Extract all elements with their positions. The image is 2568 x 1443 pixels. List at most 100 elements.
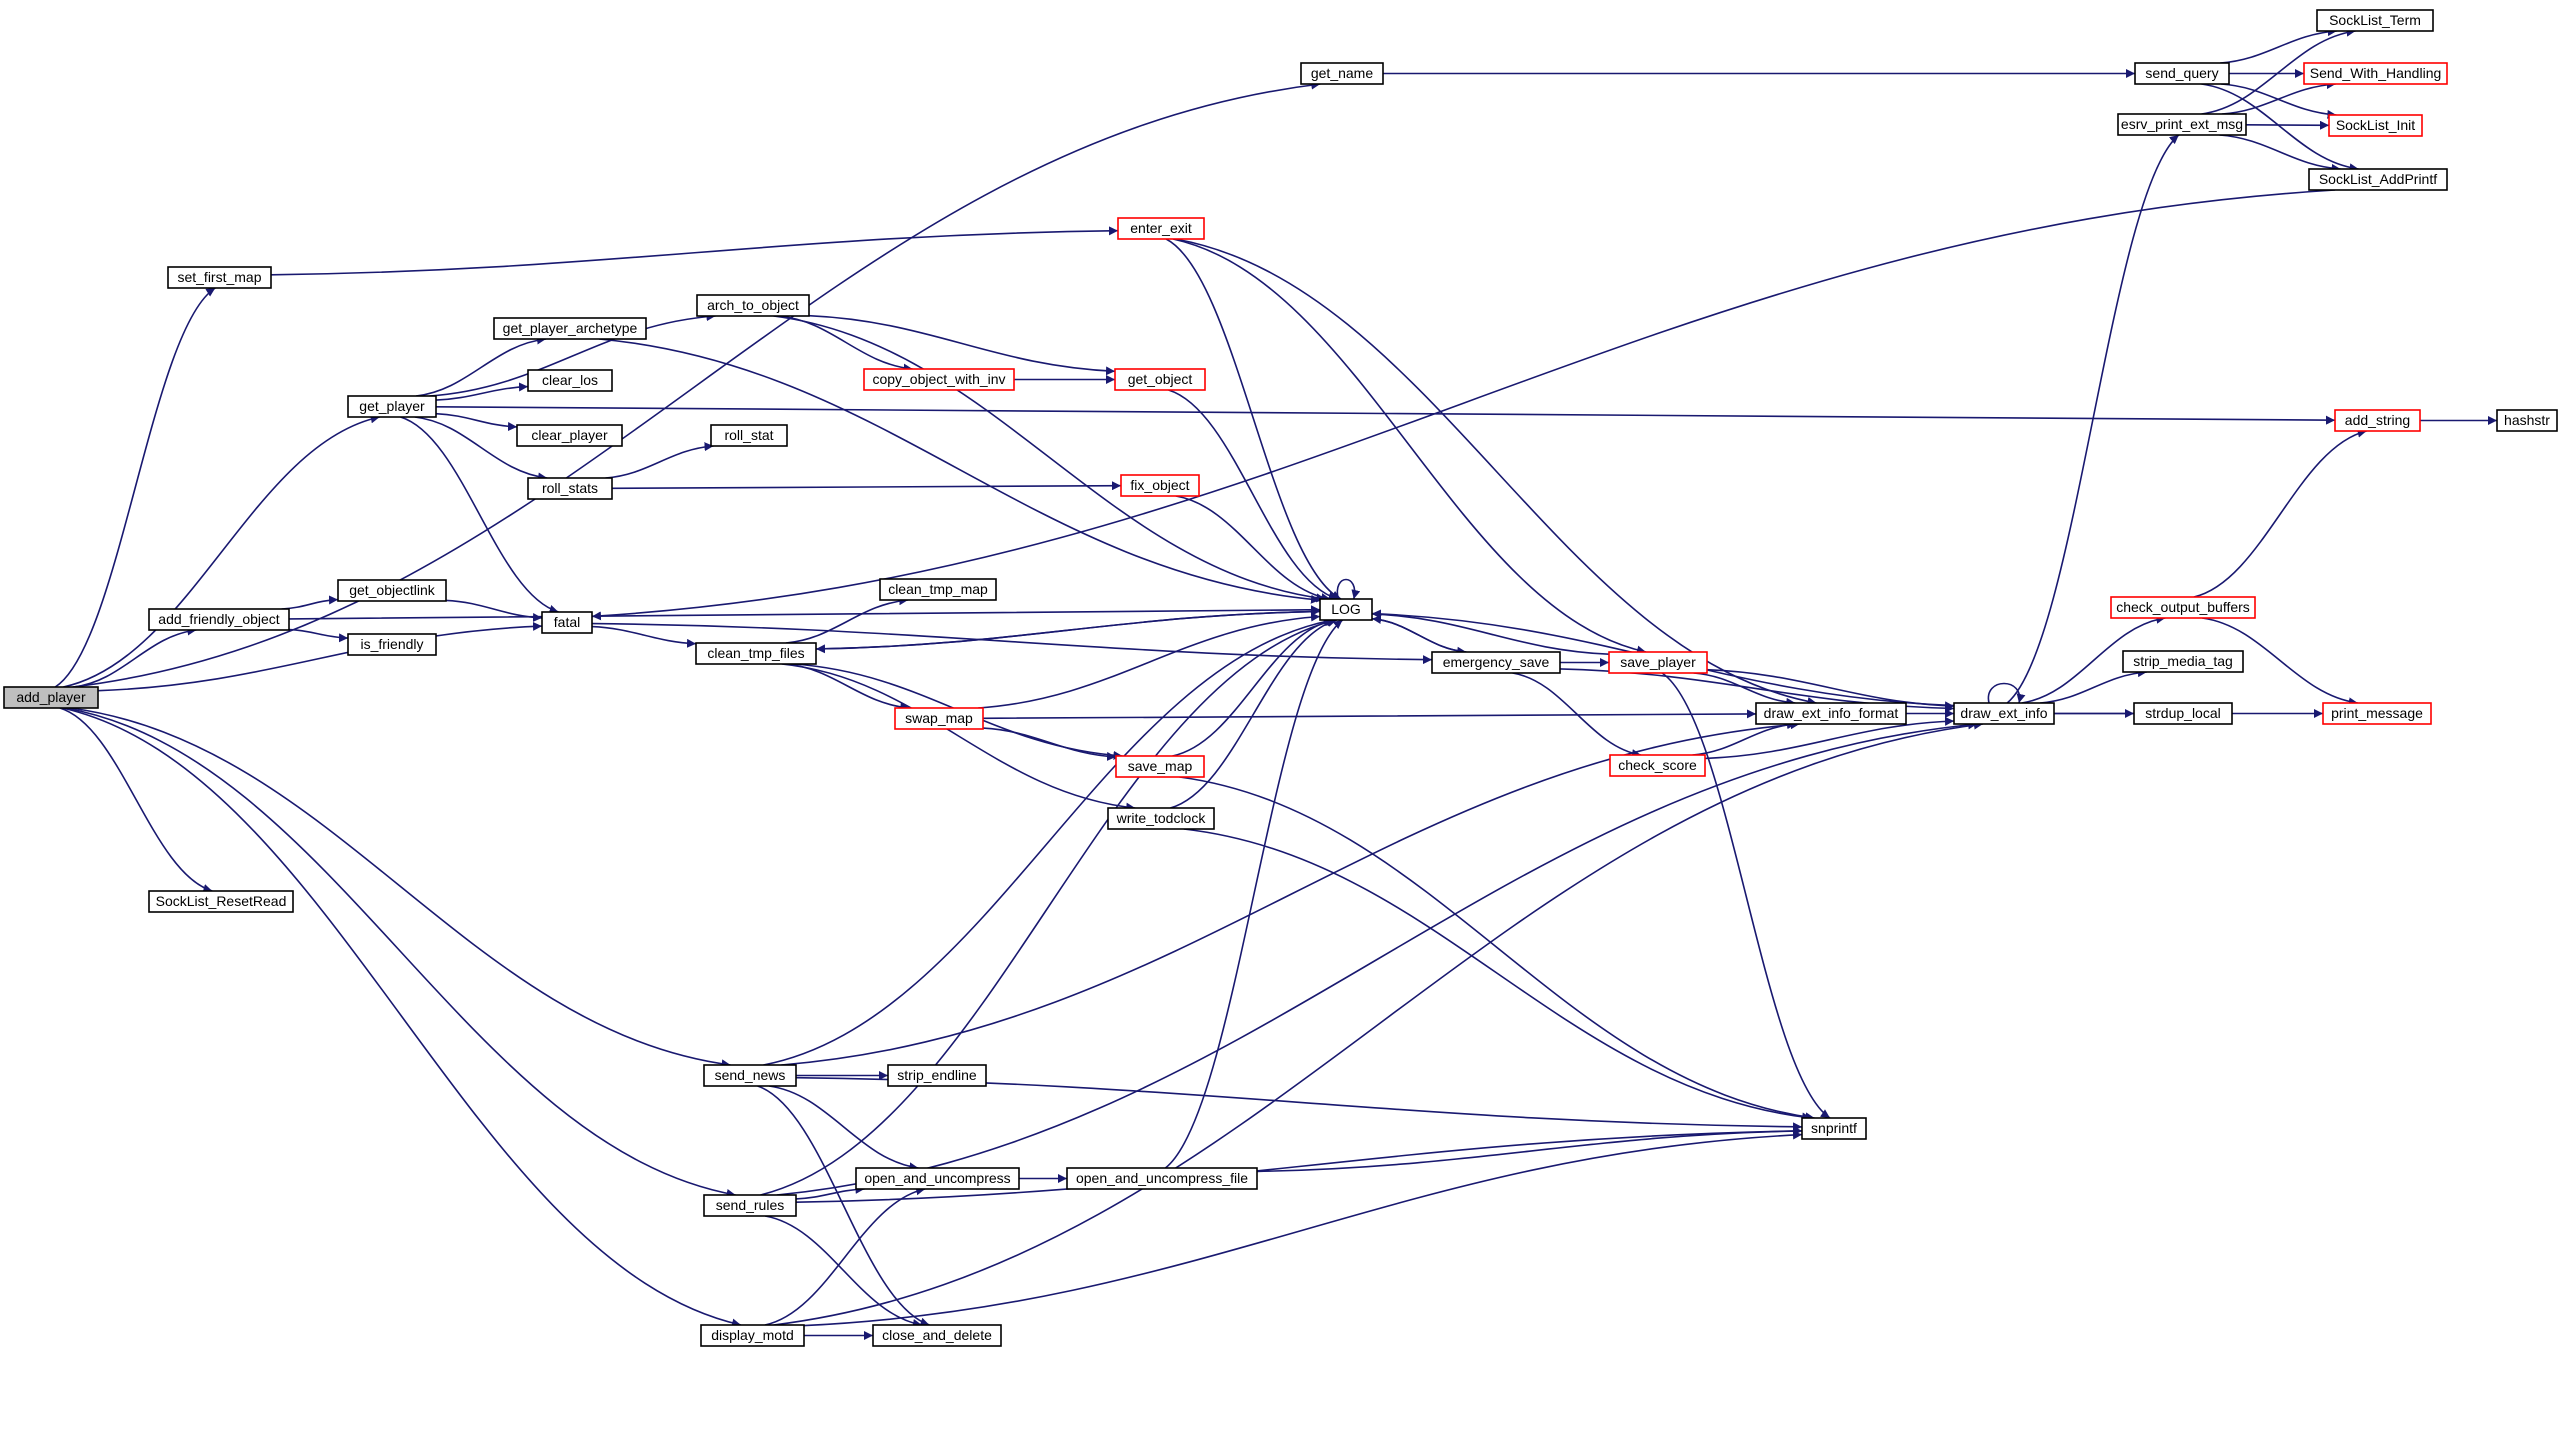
node-box-hashstr[interactable] xyxy=(2496,409,2558,432)
node-strip_endline[interactable]: strip_endline xyxy=(887,1064,987,1087)
node-box-get_player_archetype[interactable] xyxy=(493,317,647,340)
node-box-LOG[interactable] xyxy=(1319,598,1373,621)
node-arch_to_object[interactable]: arch_to_object xyxy=(696,294,810,317)
node-check_score[interactable]: check_score xyxy=(1609,754,1706,777)
node-box-draw_ext_info[interactable] xyxy=(1953,702,2055,725)
node-get_objectlink[interactable]: get_objectlink xyxy=(337,579,447,602)
node-box-SockList_AddPrintf[interactable] xyxy=(2308,168,2448,191)
node-enter_exit[interactable]: enter_exit xyxy=(1117,217,1205,240)
node-box-send_rules[interactable] xyxy=(703,1194,797,1217)
node-hashstr[interactable]: hashstr xyxy=(2496,409,2558,432)
node-box-esrv_print_ext_msg[interactable] xyxy=(2117,113,2247,136)
node-save_map[interactable]: save_map xyxy=(1115,755,1205,778)
node-box-check_score[interactable] xyxy=(1609,754,1706,777)
node-send_rules[interactable]: send_rules xyxy=(703,1194,797,1217)
node-box-Send_With_Handling[interactable] xyxy=(2303,62,2448,85)
node-get_name[interactable]: get_name xyxy=(1300,62,1384,85)
node-send_news[interactable]: send_news xyxy=(703,1064,797,1087)
node-add_string[interactable]: add_string xyxy=(2334,409,2421,432)
node-open_and_uncompress[interactable]: open_and_uncompress xyxy=(855,1167,1020,1190)
node-draw_ext_info[interactable]: draw_ext_info xyxy=(1953,702,2055,725)
node-box-copy_object_with_inv[interactable] xyxy=(863,368,1015,391)
node-box-snprintf[interactable] xyxy=(1801,1117,1867,1140)
node-clean_tmp_map[interactable]: clean_tmp_map xyxy=(879,578,997,601)
node-box-display_motd[interactable] xyxy=(700,1324,805,1347)
node-SockList_Init[interactable]: SockList_Init xyxy=(2328,114,2423,137)
node-emergency_save[interactable]: emergency_save xyxy=(1431,651,1561,674)
node-box-strdup_local[interactable] xyxy=(2133,702,2233,725)
node-roll_stats[interactable]: roll_stats xyxy=(527,477,613,500)
node-box-clear_los[interactable] xyxy=(527,369,613,392)
node-box-strip_media_tag[interactable] xyxy=(2122,650,2244,673)
node-box-strip_endline[interactable] xyxy=(887,1064,987,1087)
node-clear_los[interactable]: clear_los xyxy=(527,369,613,392)
node-display_motd[interactable]: display_motd xyxy=(700,1324,805,1347)
node-box-clean_tmp_files[interactable] xyxy=(695,642,817,665)
node-set_first_map[interactable]: set_first_map xyxy=(167,266,272,289)
node-esrv_print_ext_msg[interactable]: esrv_print_ext_msg xyxy=(2117,113,2247,136)
node-check_output_buffers[interactable]: check_output_buffers xyxy=(2110,596,2256,619)
node-send_query[interactable]: send_query xyxy=(2134,62,2230,85)
node-open_and_uncompress_file[interactable]: open_and_uncompress_file xyxy=(1066,1167,1258,1190)
node-SockList_AddPrintf[interactable]: SockList_AddPrintf xyxy=(2308,168,2448,191)
node-box-save_map[interactable] xyxy=(1115,755,1205,778)
node-box-emergency_save[interactable] xyxy=(1431,651,1561,674)
node-draw_ext_info_format[interactable]: draw_ext_info_format xyxy=(1755,702,1907,725)
node-box-swap_map[interactable] xyxy=(894,707,984,730)
node-box-add_player[interactable] xyxy=(3,686,99,709)
node-box-fix_object[interactable] xyxy=(1120,474,1200,497)
node-box-close_and_delete[interactable] xyxy=(872,1324,1002,1347)
node-box-clear_player[interactable] xyxy=(516,424,623,447)
node-is_friendly[interactable]: is_friendly xyxy=(347,633,437,656)
node-box-open_and_uncompress[interactable] xyxy=(855,1167,1020,1190)
node-box-draw_ext_info_format[interactable] xyxy=(1755,702,1907,725)
node-Send_With_Handling[interactable]: Send_With_Handling xyxy=(2303,62,2448,85)
node-box-SockList_Term[interactable] xyxy=(2316,9,2434,32)
node-box-get_objectlink[interactable] xyxy=(337,579,447,602)
node-box-save_player[interactable] xyxy=(1608,651,1708,674)
node-strip_media_tag[interactable]: strip_media_tag xyxy=(2122,650,2244,673)
node-box-open_and_uncompress_file[interactable] xyxy=(1066,1167,1258,1190)
node-box-add_string[interactable] xyxy=(2334,409,2421,432)
node-box-set_first_map[interactable] xyxy=(167,266,272,289)
node-fix_object[interactable]: fix_object xyxy=(1120,474,1200,497)
node-box-get_name[interactable] xyxy=(1300,62,1384,85)
node-save_player[interactable]: save_player xyxy=(1608,651,1708,674)
node-add_friendly_object[interactable]: add_friendly_object xyxy=(148,608,290,631)
node-box-is_friendly[interactable] xyxy=(347,633,437,656)
node-box-arch_to_object[interactable] xyxy=(696,294,810,317)
node-get_object[interactable]: get_object xyxy=(1114,368,1206,391)
node-add_player[interactable]: add_player xyxy=(3,686,99,709)
node-print_message[interactable]: print_message xyxy=(2322,702,2432,725)
node-clean_tmp_files[interactable]: clean_tmp_files xyxy=(695,642,817,665)
node-box-get_object[interactable] xyxy=(1114,368,1206,391)
node-box-roll_stat[interactable] xyxy=(710,424,788,447)
node-box-SockList_Init[interactable] xyxy=(2328,114,2423,137)
node-box-SockList_ResetRead[interactable] xyxy=(148,890,294,913)
node-box-write_todclock[interactable] xyxy=(1107,807,1215,830)
node-box-get_player[interactable] xyxy=(347,395,437,418)
node-box-send_news[interactable] xyxy=(703,1064,797,1087)
node-box-send_query[interactable] xyxy=(2134,62,2230,85)
node-clear_player[interactable]: clear_player xyxy=(516,424,623,447)
node-box-print_message[interactable] xyxy=(2322,702,2432,725)
node-LOG[interactable]: LOG xyxy=(1319,598,1373,621)
node-box-clean_tmp_map[interactable] xyxy=(879,578,997,601)
node-box-check_output_buffers[interactable] xyxy=(2110,596,2256,619)
node-SockList_ResetRead[interactable]: SockList_ResetRead xyxy=(148,890,294,913)
node-get_player[interactable]: get_player xyxy=(347,395,437,418)
node-close_and_delete[interactable]: close_and_delete xyxy=(872,1324,1002,1347)
node-box-roll_stats[interactable] xyxy=(527,477,613,500)
node-box-fatal[interactable] xyxy=(541,611,593,634)
node-SockList_Term[interactable]: SockList_Term xyxy=(2316,9,2434,32)
node-write_todclock[interactable]: write_todclock xyxy=(1107,807,1215,830)
node-fatal[interactable]: fatal xyxy=(541,611,593,634)
node-copy_object_with_inv[interactable]: copy_object_with_inv xyxy=(863,368,1015,391)
node-get_player_archetype[interactable]: get_player_archetype xyxy=(493,317,647,340)
node-strdup_local[interactable]: strdup_local xyxy=(2133,702,2233,725)
node-snprintf[interactable]: snprintf xyxy=(1801,1117,1867,1140)
node-box-add_friendly_object[interactable] xyxy=(148,608,290,631)
node-box-enter_exit[interactable] xyxy=(1117,217,1205,240)
node-roll_stat[interactable]: roll_stat xyxy=(710,424,788,447)
node-swap_map[interactable]: swap_map xyxy=(894,707,984,730)
